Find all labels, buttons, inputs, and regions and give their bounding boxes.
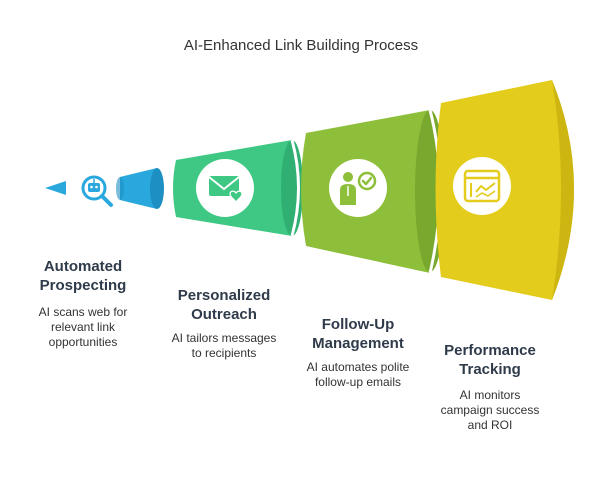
stage-3-heading: Follow-Up Management [312, 316, 404, 352]
stage-1-heading: Automated Prospecting [39, 258, 127, 294]
stage-4-heading: Performance Tracking [444, 342, 536, 378]
stage-2-description: AI tailors messages to recipients [171, 331, 277, 360]
stage-1-description: AI scans web for relevant link opportuni… [38, 305, 128, 349]
robot-search-icon [81, 175, 113, 207]
stage-2-heading: Personalized Outreach [177, 287, 271, 323]
stage-4-description: AI monitors campaign success and ROI [440, 388, 540, 432]
stage-3-description: AI automates polite follow-up emails [306, 360, 410, 389]
diagram-title: AI-Enhanced Link Building Process [183, 37, 419, 54]
analytics-window-icon [453, 157, 511, 215]
mail-heart-icon [196, 159, 254, 217]
funnel-segment-automated-prospecting [116, 168, 164, 209]
funnel-tip [45, 181, 66, 195]
person-check-icon [329, 159, 387, 217]
